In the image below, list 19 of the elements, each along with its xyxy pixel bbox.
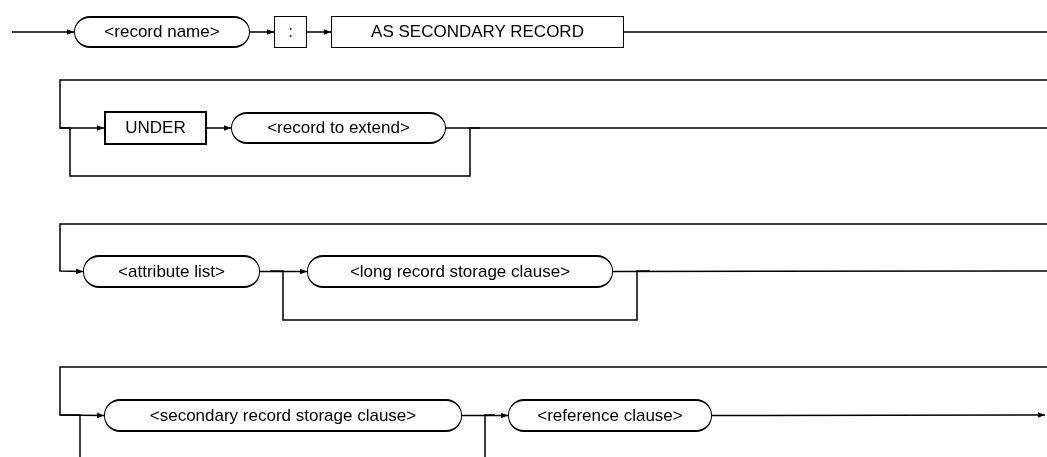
keyword-box: AS SECONDARY RECORD: [331, 16, 624, 48]
connector-arrow: [461, 412, 509, 419]
connector-arrow: [711, 412, 1046, 418]
connector-arrow: [306, 29, 332, 35]
nonterminal-box: <reference clause>: [508, 399, 712, 432]
connector-arrow: [206, 125, 232, 131]
keyword-box: :: [274, 16, 307, 48]
nonterminal-box: <record to extend>: [231, 112, 446, 144]
connector-arrow: [11, 29, 75, 35]
connector-arrow: [249, 29, 275, 35]
connector-arrow: [59, 366, 1047, 419]
nonterminal-box: <record name>: [74, 16, 250, 48]
connector-arrow: [259, 268, 308, 275]
connector-arrow: [59, 79, 1047, 131]
keyword-box: UNDER: [104, 111, 207, 145]
nonterminal-box: <long record storage clause>: [307, 255, 613, 288]
nonterminal-box: <secondary record storage clause>: [104, 399, 462, 432]
nonterminal-box: <attribute list>: [83, 255, 260, 288]
connector-arrow: [59, 223, 1047, 275]
